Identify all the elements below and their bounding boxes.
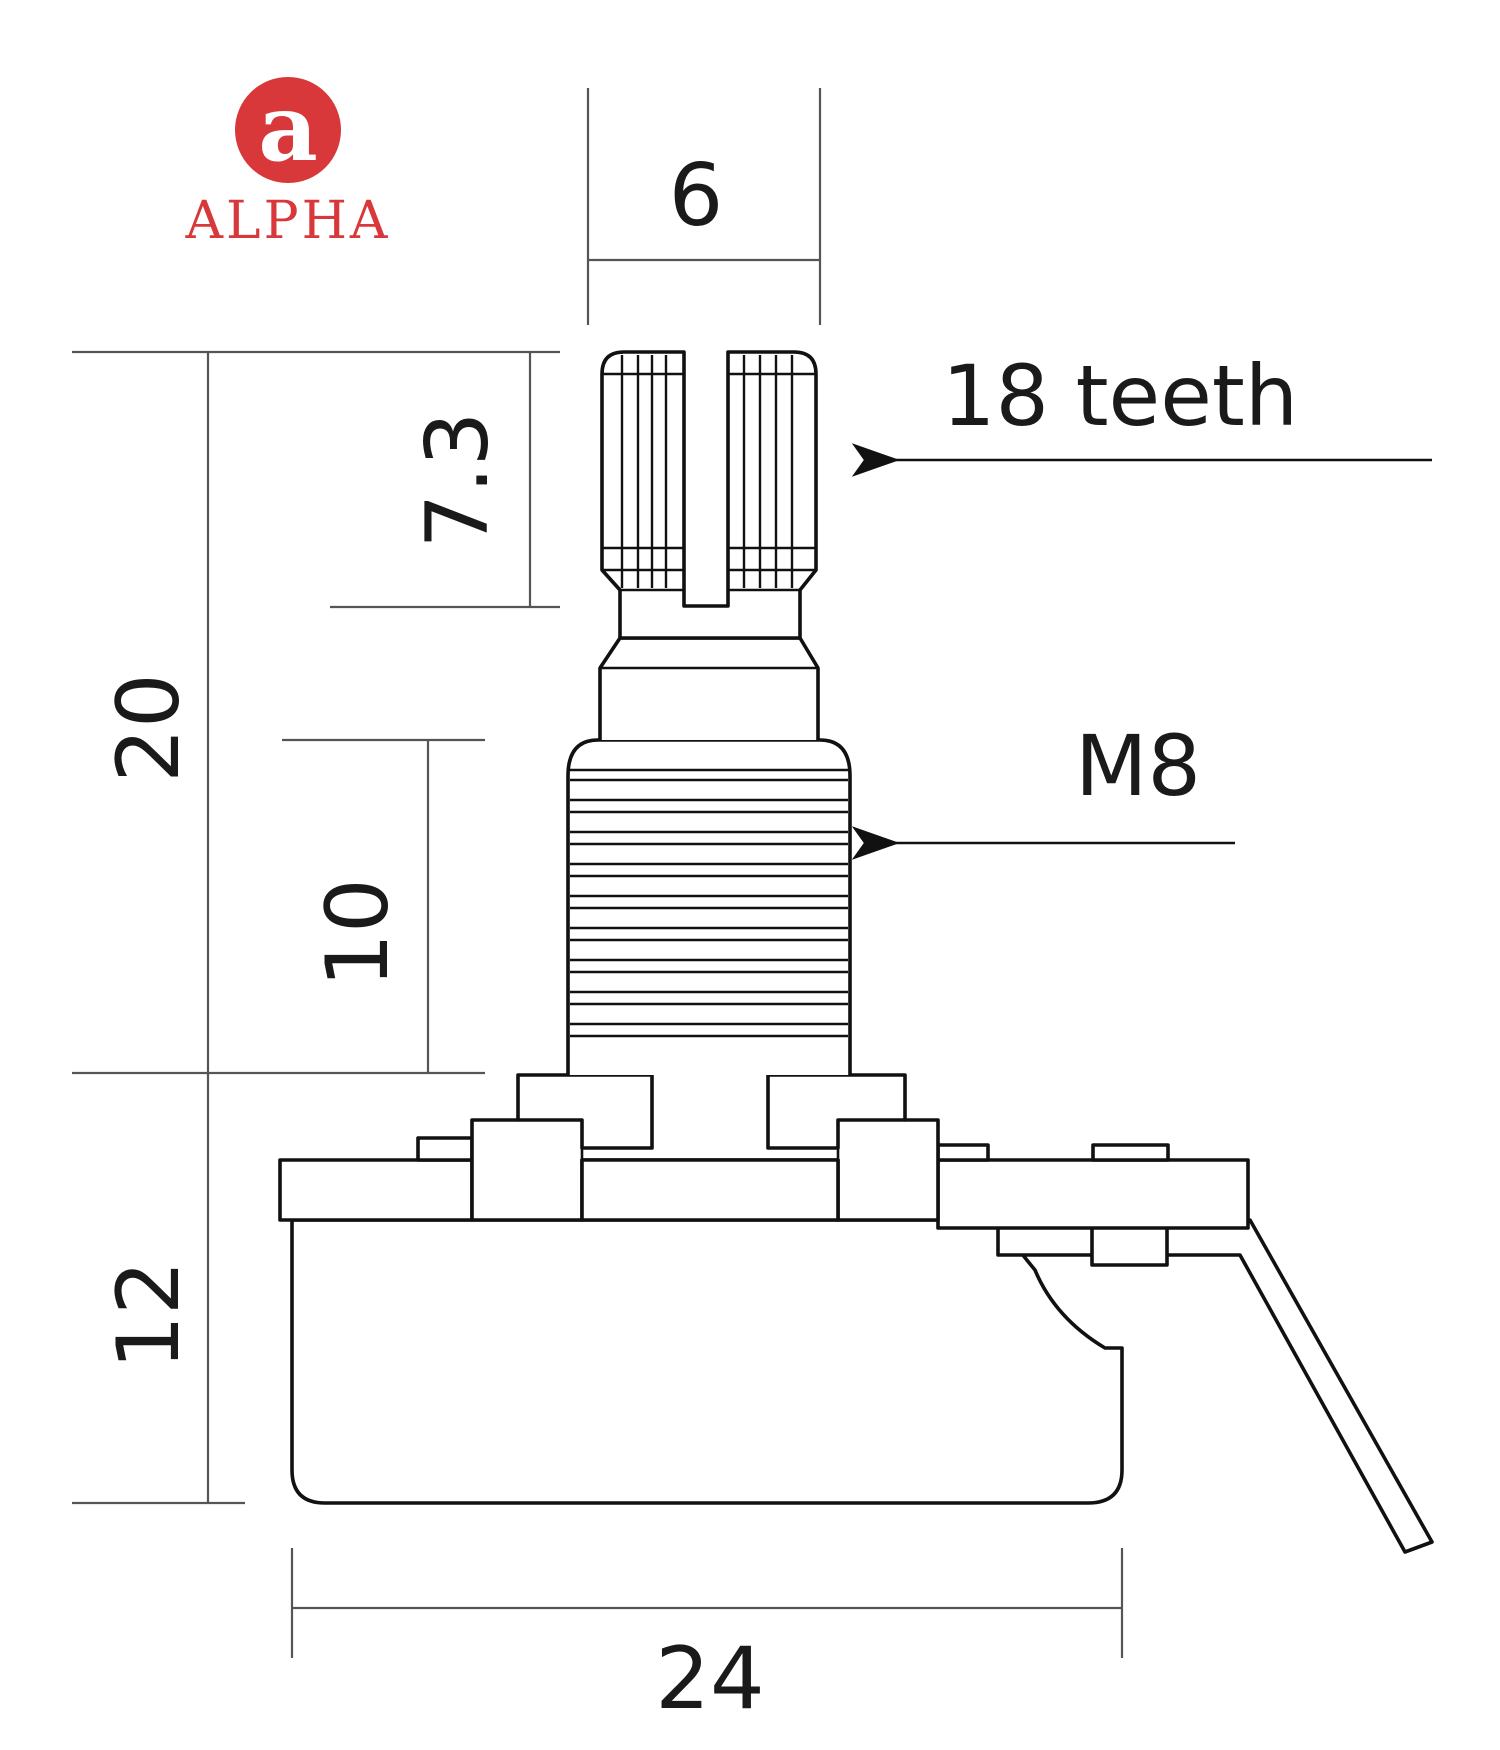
dimension-knurl-length: 7.3 bbox=[72, 350, 560, 609]
pot-right-ear-tab bbox=[936, 1143, 990, 1162]
dimension-label-knurl-length: 7.3 bbox=[408, 412, 508, 549]
dimension-body-width: 24 bbox=[290, 1548, 1124, 1729]
pot-left-ear bbox=[278, 1158, 474, 1222]
pot-center-cap bbox=[580, 1158, 840, 1222]
alpha-logo-circle bbox=[235, 77, 341, 183]
dimension-shaft-diameter: 6 bbox=[586, 88, 822, 325]
alpha-logo: a ALPHA bbox=[185, 74, 391, 251]
pot-left-ear-tab bbox=[416, 1136, 474, 1162]
pot-solder-lug bbox=[996, 1218, 1434, 1554]
dimension-body-height: 12 bbox=[72, 1260, 245, 1505]
dimension-label-body-width: 24 bbox=[655, 1629, 764, 1729]
callout-thread: M8 bbox=[851, 717, 1235, 860]
pot-bushing-threads bbox=[570, 768, 848, 1038]
pot-right-ear-bump bbox=[1091, 1143, 1170, 1162]
pot-shaft-collar bbox=[598, 636, 820, 740]
pot-knurled-shaft bbox=[600, 350, 818, 640]
dimension-label-body-height: 12 bbox=[99, 1260, 199, 1369]
dimension-label-bushing-length: 10 bbox=[308, 878, 408, 987]
dimension-label-shaft-diameter: 6 bbox=[669, 146, 724, 246]
potentiometer-part bbox=[278, 350, 1434, 1554]
pot-shaft-knurl-lines bbox=[602, 355, 816, 592]
dimension-bushing-length: 10 bbox=[282, 738, 485, 1073]
alpha-logo-mark: a bbox=[258, 74, 318, 182]
pot-right-ear bbox=[936, 1158, 1250, 1230]
callout-label-teeth: 18 teeth bbox=[942, 347, 1298, 445]
pot-body-can bbox=[290, 1218, 1124, 1505]
alpha-logo-name: ALPHA bbox=[185, 191, 391, 251]
callout-teeth: 18 teeth bbox=[851, 347, 1432, 477]
dimension-label-total-length: 20 bbox=[99, 673, 199, 782]
pot-lug-clip bbox=[1090, 1223, 1169, 1267]
callout-label-thread: M8 bbox=[1075, 717, 1201, 815]
dimension-total-length: 20 bbox=[72, 352, 485, 1503]
